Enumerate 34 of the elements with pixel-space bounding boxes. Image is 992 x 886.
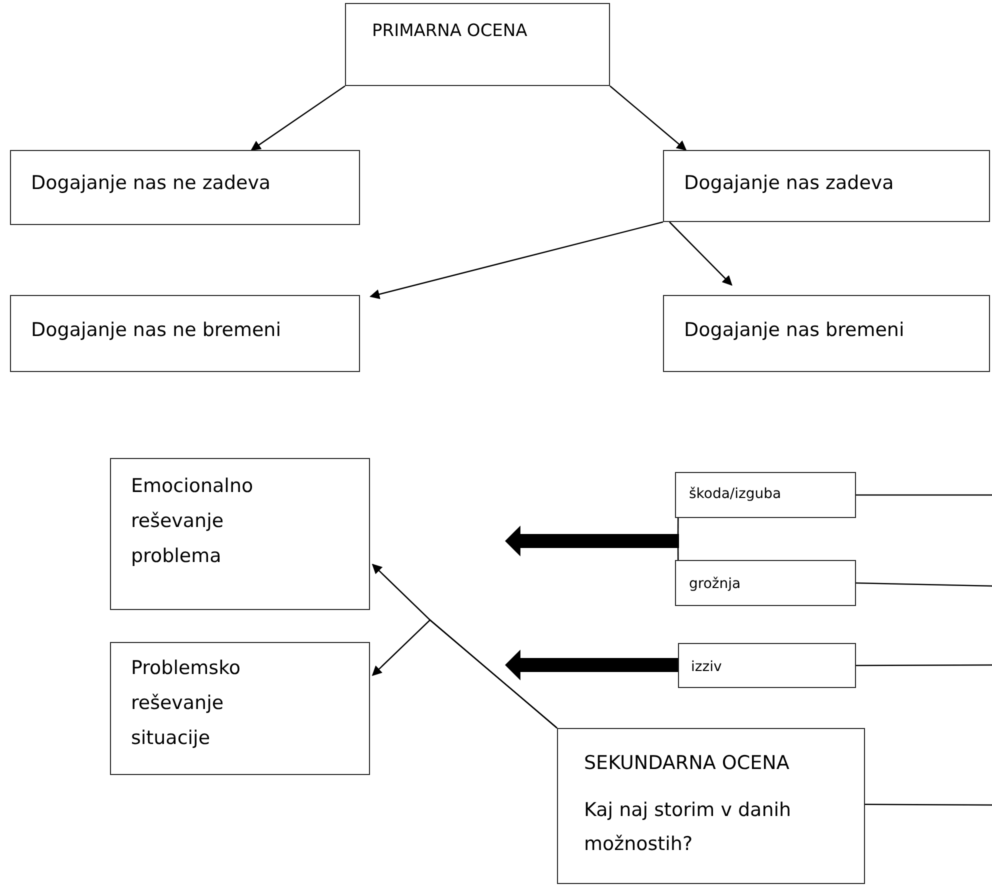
box-heading: izziv bbox=[691, 659, 723, 676]
process-box bbox=[663, 150, 990, 222]
thick-arrow bbox=[505, 650, 678, 680]
process-box bbox=[10, 295, 360, 372]
connector-line bbox=[856, 582, 992, 587]
box-heading: Emocionalno reševanje problema bbox=[131, 474, 254, 570]
box-heading: škoda/izguba bbox=[689, 486, 782, 503]
box-heading: PRIMARNA OCENA bbox=[372, 20, 528, 42]
box-heading: grožnja bbox=[689, 576, 742, 593]
process-box bbox=[675, 560, 856, 606]
arrow bbox=[370, 221, 664, 300]
arrow bbox=[610, 86, 687, 151]
assessment-box bbox=[557, 728, 865, 884]
box-heading: Problemsko reševanje situacije bbox=[131, 656, 242, 752]
arrow bbox=[372, 619, 558, 728]
box-text: Kaj naj storim v danih možnostih? bbox=[584, 798, 792, 856]
box-heading: Dogajanje nas ne zadeva bbox=[31, 171, 272, 196]
box-heading: Dogajanje nas zadeva bbox=[684, 171, 895, 196]
process-box bbox=[110, 458, 370, 610]
connector-line bbox=[856, 664, 992, 666]
thick-arrow bbox=[505, 526, 679, 556]
arrow bbox=[669, 222, 732, 286]
process-box bbox=[345, 3, 610, 86]
connector-line bbox=[865, 804, 992, 806]
arrow bbox=[250, 85, 346, 151]
process-box bbox=[663, 295, 990, 372]
process-box bbox=[678, 643, 856, 688]
process-box bbox=[675, 472, 856, 518]
box-heading: Dogajanje nas bremeni bbox=[684, 318, 906, 343]
process-box bbox=[110, 642, 370, 775]
process-box bbox=[10, 150, 360, 225]
connector-line bbox=[856, 494, 992, 496]
box-heading: SEKUNDARNA OCENA bbox=[584, 751, 790, 776]
box-heading: Dogajanje nas ne bremeni bbox=[31, 318, 282, 343]
